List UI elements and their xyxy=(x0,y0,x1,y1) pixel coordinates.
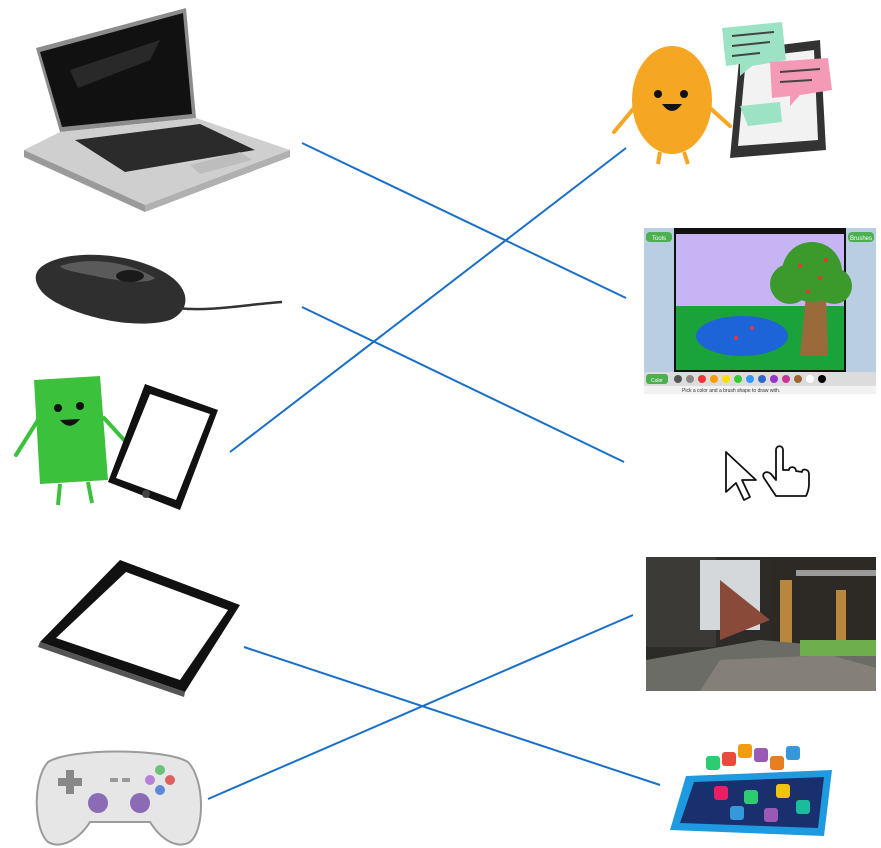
paint-brushes-label: Brushes xyxy=(850,236,872,242)
paint-program-screenshot-icon: Tools Brushes Color Pick a color and a b… xyxy=(644,228,876,394)
block-game-screenshot-icon xyxy=(646,557,876,691)
tablet-icon xyxy=(38,560,240,697)
game-controller-icon xyxy=(35,750,202,846)
paint-hint-text: Pick a color and a brush shape to draw w… xyxy=(682,388,780,394)
connection-line-laptop-to-paint-app xyxy=(301,142,627,299)
app-icons-tablet-icon xyxy=(670,744,832,836)
cursor-pointer-icon xyxy=(725,445,810,501)
smartphone-character-icon xyxy=(14,376,218,510)
messaging-character-icon xyxy=(612,22,832,165)
connection-line-phone-buddy-to-chat-buddy xyxy=(229,147,627,453)
laptop-icon xyxy=(24,8,290,212)
computer-mouse-icon xyxy=(35,254,283,324)
connection-lines xyxy=(207,142,661,800)
paint-tools-label: Tools xyxy=(652,236,666,242)
connection-line-tablet-to-app-tablet xyxy=(243,646,661,786)
connection-line-mouse-to-cursors xyxy=(301,306,625,463)
connection-line-gamepad-to-block-game xyxy=(207,614,634,800)
paint-color-label: Color xyxy=(651,378,663,384)
